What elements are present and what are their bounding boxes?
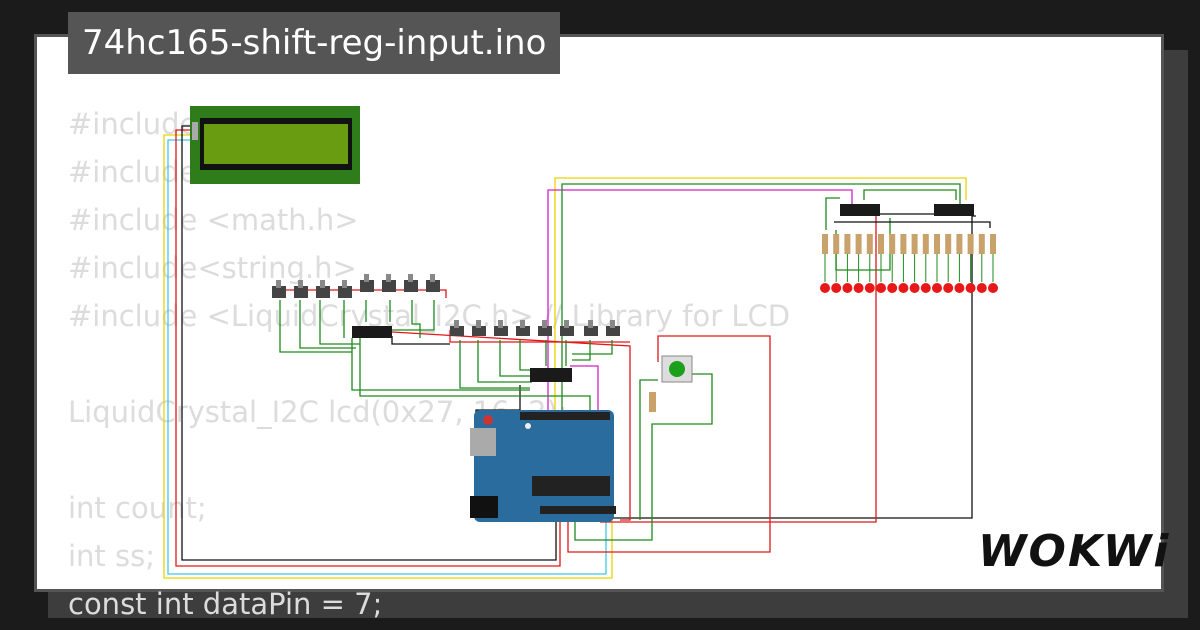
- resistor: [990, 234, 996, 254]
- slide-switch: [426, 274, 440, 292]
- resistor-bank: [822, 234, 996, 282]
- wire-red: [600, 216, 877, 523]
- wire-green: [863, 189, 957, 200]
- red-led: [920, 283, 931, 293]
- slide-switch: [360, 274, 374, 292]
- slide-switch: [606, 320, 620, 336]
- resistor: [844, 234, 851, 254]
- wire-green: [392, 300, 435, 331]
- resistor: [833, 234, 840, 254]
- wire-green: [519, 340, 536, 371]
- wire-black: [181, 125, 557, 561]
- wire-green: [279, 300, 352, 353]
- resistor: [956, 234, 963, 254]
- resistor: [855, 234, 862, 254]
- wire-black: [600, 215, 976, 519]
- slide-switch: [560, 320, 574, 336]
- slide-switch: [450, 320, 464, 336]
- resistor: [967, 234, 974, 254]
- red-led: [965, 283, 976, 293]
- shift-register-chip: [530, 368, 572, 382]
- resistor: [922, 234, 929, 254]
- wire-green: [351, 338, 530, 391]
- red-led: [898, 283, 909, 293]
- wire-green: [359, 338, 591, 410]
- red-led: [864, 283, 875, 293]
- red-led: [954, 283, 965, 293]
- red-led: [820, 283, 830, 293]
- arduino-uno-board: [470, 410, 616, 522]
- resistor: [649, 392, 656, 412]
- wire-green: [299, 300, 356, 349]
- wire-green: [499, 340, 534, 377]
- wire-red: [567, 335, 771, 553]
- switch-row-middle: [450, 320, 620, 336]
- wire-green: [825, 197, 840, 230]
- pushbutton: [661, 355, 693, 383]
- code-line: int ss;: [68, 539, 156, 573]
- wire-yellow: [554, 177, 967, 410]
- slide-switch: [294, 280, 308, 298]
- resistor: [945, 234, 952, 254]
- wire-green: [477, 340, 532, 383]
- red-led: [976, 283, 987, 293]
- wire-magenta: [570, 365, 599, 412]
- slide-switch: [382, 274, 396, 292]
- red-led: [943, 283, 954, 293]
- resistor: [978, 234, 985, 254]
- resistor: [911, 234, 918, 254]
- code-line: int count;: [68, 491, 207, 525]
- resistor: [878, 234, 884, 254]
- circuit-diagram: [163, 106, 998, 579]
- resistor: [889, 234, 896, 254]
- slide-switch: [272, 280, 286, 298]
- output-shift-register: [934, 204, 974, 216]
- wire-green: [574, 373, 713, 541]
- code-line: LiquidCrystal_I2C lcd(0x27, 16, 2);: [68, 395, 568, 429]
- wire-green: [459, 340, 530, 389]
- red-led: [887, 283, 898, 293]
- wire-black: [391, 336, 450, 345]
- code-line: const int dataPin = 7;: [68, 587, 383, 621]
- led-bank: [820, 283, 998, 293]
- red-led: [988, 283, 998, 293]
- page-title: 74hc165-shift-reg-input.ino: [68, 12, 561, 74]
- wire-green: [319, 300, 360, 345]
- slide-switch: [404, 274, 418, 292]
- wire-green: [639, 379, 658, 520]
- lcd-display: [190, 106, 360, 184]
- red-led: [831, 283, 842, 293]
- wire-cyan: [167, 139, 607, 575]
- resistor: [900, 234, 907, 254]
- wokwi-logo: WOKWi: [978, 526, 1171, 577]
- wire-red: [175, 129, 561, 567]
- slide-switch: [494, 320, 508, 336]
- slide-switch: [338, 280, 352, 298]
- shift-register-chip: [352, 326, 392, 338]
- red-led: [876, 283, 886, 293]
- output-shift-register: [840, 204, 880, 216]
- slide-switch: [538, 320, 552, 336]
- slide-switch: [516, 320, 530, 336]
- red-led: [853, 283, 864, 293]
- red-led: [842, 283, 853, 293]
- resistor: [934, 234, 940, 254]
- wire-red: [391, 331, 631, 521]
- wire-green: [572, 340, 591, 361]
- slide-switch: [584, 320, 598, 336]
- slide-switch: [472, 320, 486, 336]
- switch-row-top: [272, 274, 440, 298]
- wire-green: [411, 300, 421, 338]
- red-led: [932, 283, 942, 293]
- wire-green: [561, 183, 961, 410]
- wire-black: [834, 221, 991, 228]
- wire-magenta: [547, 189, 853, 410]
- resistor: [822, 234, 828, 254]
- slide-switch: [316, 280, 330, 298]
- code-line: #include<string.h>: [68, 251, 357, 285]
- wire-green: [572, 340, 613, 355]
- wire-yellow: [163, 134, 613, 579]
- red-led: [909, 283, 920, 293]
- resistor: [866, 234, 873, 254]
